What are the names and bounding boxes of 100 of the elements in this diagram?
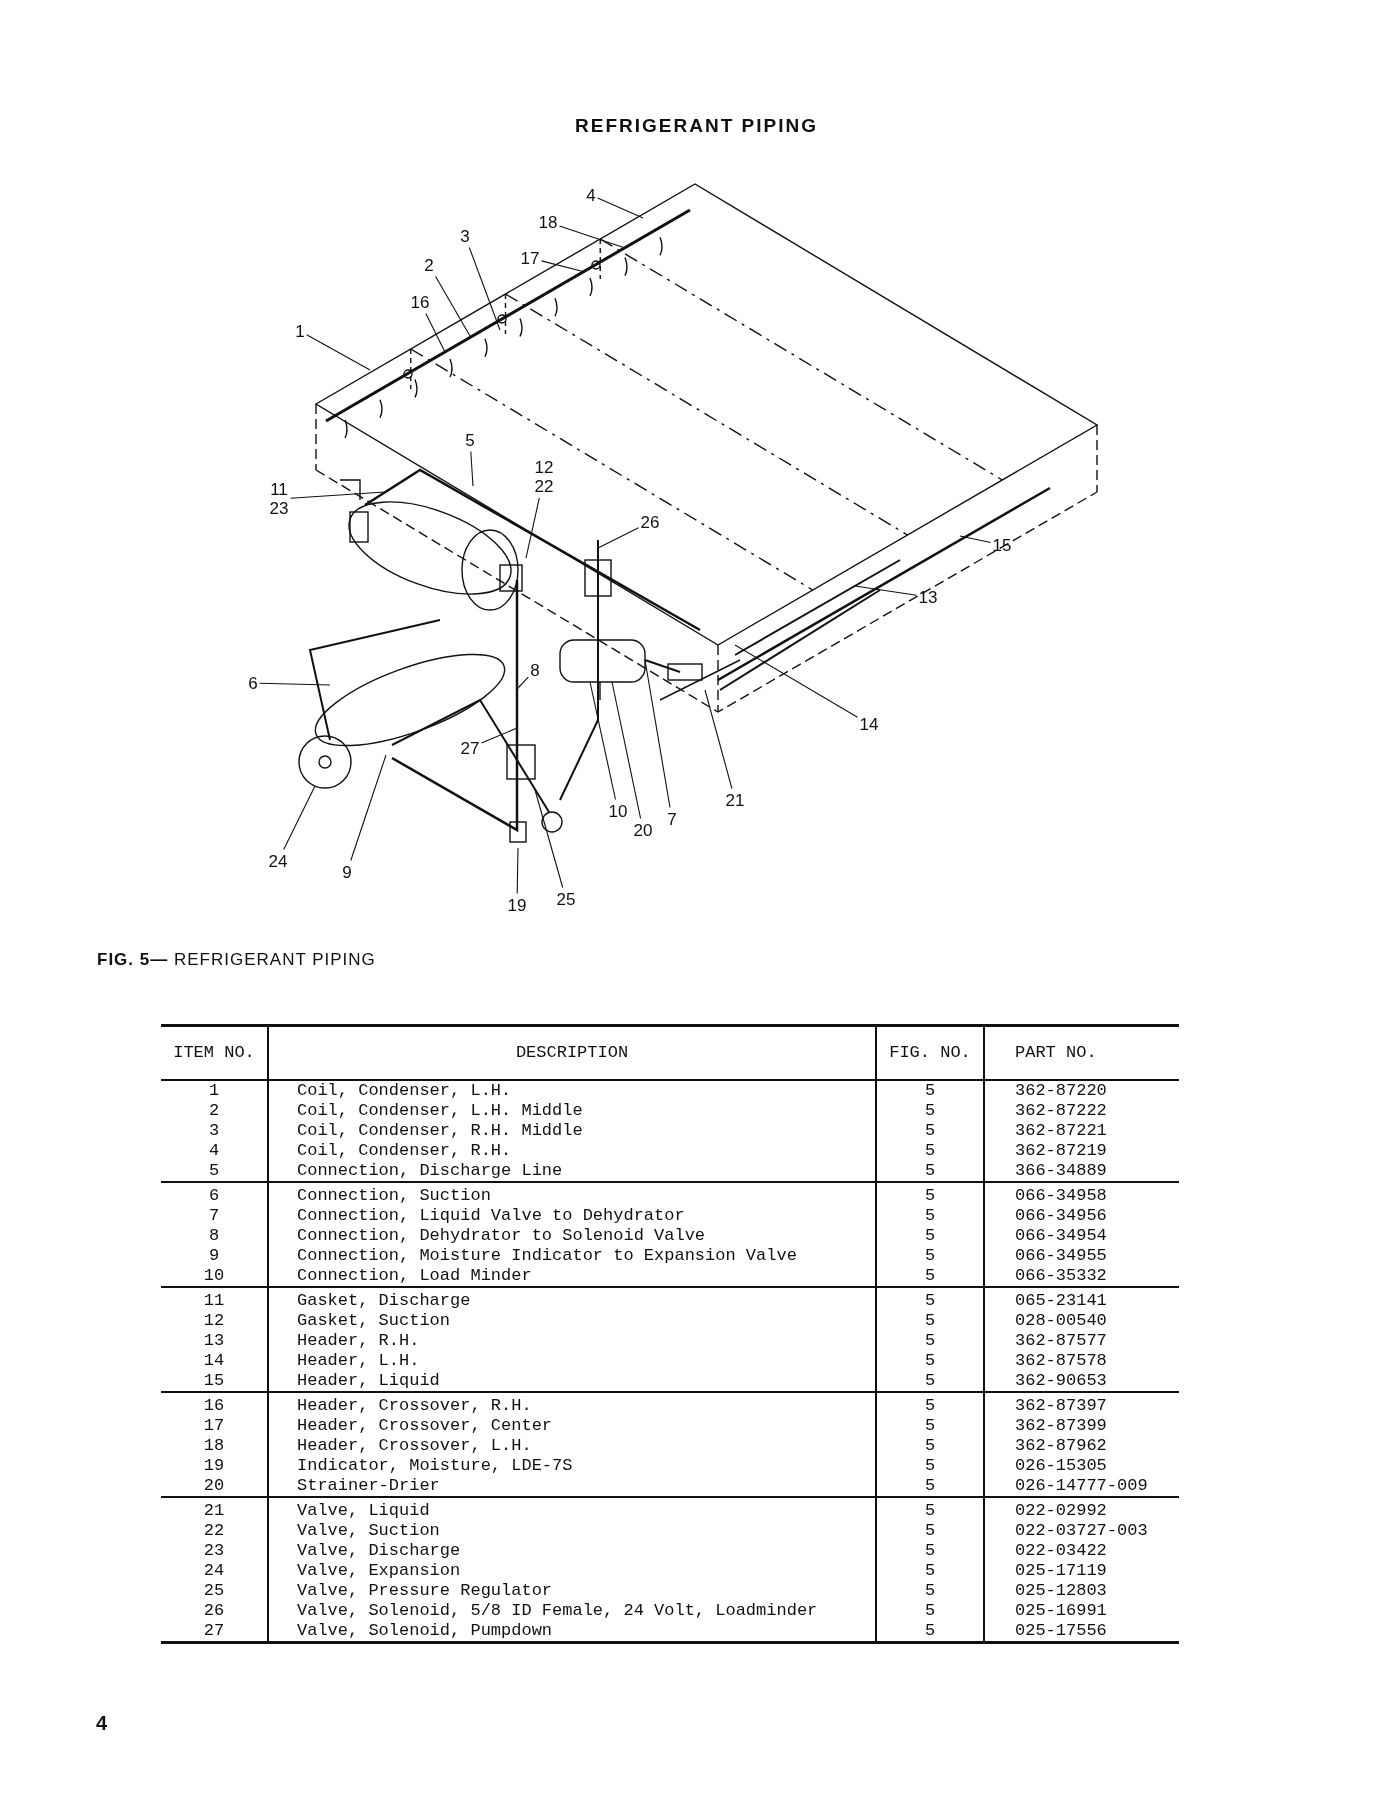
- callout-number: 15: [992, 535, 1012, 555]
- page-number: 4: [96, 1712, 108, 1735]
- item-number: 2: [161, 1101, 268, 1121]
- callout-number: 19: [507, 895, 527, 915]
- leader-line: [597, 527, 640, 549]
- leader-line: [959, 535, 992, 544]
- part-description: Header, L.H.: [268, 1351, 876, 1371]
- item-number: 25: [161, 1581, 268, 1601]
- callout-number: 14: [859, 714, 879, 734]
- item-number: 12: [161, 1311, 268, 1331]
- leader-line: [704, 689, 733, 790]
- part-description: Valve, Discharge: [268, 1541, 876, 1561]
- figure-number: 5: [876, 1206, 984, 1226]
- callout-number: 11: [269, 480, 289, 499]
- leader-line: [611, 681, 642, 820]
- item-number: 20: [161, 1476, 268, 1497]
- item-number: 1: [161, 1080, 268, 1101]
- leader-line: [289, 491, 386, 499]
- callout-number: 26: [640, 512, 660, 532]
- figure-number: 5: [876, 1621, 984, 1643]
- leader-line: [516, 847, 519, 895]
- part-description: Header, Crossover, Center: [268, 1416, 876, 1436]
- part-number: 066-35332: [984, 1266, 1179, 1287]
- figure-number: 5: [876, 1182, 984, 1206]
- callout-number: 27: [460, 738, 480, 758]
- item-number: 18: [161, 1436, 268, 1456]
- part-number: 022-03422: [984, 1541, 1179, 1561]
- part-number: 362-87397: [984, 1392, 1179, 1416]
- leader-line: [589, 681, 617, 801]
- part-description: Valve, Solenoid, Pumpdown: [268, 1621, 876, 1643]
- item-number: 9: [161, 1246, 268, 1266]
- leader-line: [734, 644, 859, 718]
- part-description: Connection, Load Minder: [268, 1266, 876, 1287]
- part-number: 362-87220: [984, 1080, 1179, 1101]
- callout-number: 1: [295, 321, 305, 341]
- figure-number: 5: [876, 1476, 984, 1497]
- figure-number: 5: [876, 1246, 984, 1266]
- figure-number: 5: [876, 1266, 984, 1287]
- column-header: DESCRIPTION: [268, 1025, 876, 1080]
- part-description: Header, R.H.: [268, 1331, 876, 1351]
- column-header: ITEM NO.: [161, 1025, 268, 1080]
- item-number: 6: [161, 1182, 268, 1206]
- item-number: 24: [161, 1561, 268, 1581]
- leader-line: [516, 676, 529, 690]
- part-description: Strainer-Drier: [268, 1476, 876, 1497]
- leader-line: [534, 789, 564, 889]
- part-description: Indicator, Moisture, LDE-7S: [268, 1456, 876, 1476]
- figure-number: 5: [876, 1161, 984, 1182]
- callout-number: 24: [268, 851, 288, 871]
- part-number: 066-34958: [984, 1182, 1179, 1206]
- callout-number: 13: [918, 587, 938, 607]
- item-number: 4: [161, 1141, 268, 1161]
- figure-number: 5: [876, 1141, 984, 1161]
- item-number: 14: [161, 1351, 268, 1371]
- callout-number: 16: [410, 292, 430, 312]
- item-number: 22: [161, 1521, 268, 1541]
- part-description: Valve, Suction: [268, 1521, 876, 1541]
- part-number: 065-23141: [984, 1287, 1179, 1311]
- part-number: 066-34954: [984, 1226, 1179, 1246]
- figure-number: 5: [876, 1392, 984, 1416]
- part-description: Header, Crossover, L.H.: [268, 1436, 876, 1456]
- part-number: 026-14777-009: [984, 1476, 1179, 1497]
- part-description: Valve, Pressure Regulator: [268, 1581, 876, 1601]
- leader-line: [540, 260, 586, 273]
- part-number: 362-87219: [984, 1141, 1179, 1161]
- figure-number: 5: [876, 1561, 984, 1581]
- callout-number: 23: [269, 499, 289, 518]
- figure-number: 5: [876, 1581, 984, 1601]
- callout-number: 10: [608, 801, 628, 821]
- leader-line: [425, 312, 446, 353]
- callout-number: 18: [538, 212, 558, 232]
- leader-line: [854, 585, 918, 596]
- figure-number: 5: [876, 1541, 984, 1561]
- leader-line: [306, 334, 371, 371]
- callout-number: 7: [667, 809, 677, 829]
- leader-line: [644, 659, 671, 809]
- part-number: 362-87221: [984, 1121, 1179, 1141]
- figure-caption: FIG. 5— REFRIGERANT PIPING: [97, 950, 376, 970]
- leader-line: [468, 246, 501, 331]
- part-number: 066-34955: [984, 1246, 1179, 1266]
- part-description: Gasket, Suction: [268, 1311, 876, 1331]
- part-description: Connection, Dehydrator to Solenoid Valve: [268, 1226, 876, 1246]
- part-number: 362-87577: [984, 1331, 1179, 1351]
- item-number: 27: [161, 1621, 268, 1643]
- part-number: 066-34956: [984, 1206, 1179, 1226]
- part-description: Valve, Solenoid, 5/8 ID Female, 24 Volt, Loadminder: [268, 1601, 876, 1621]
- figure-number: 5: [876, 1101, 984, 1121]
- leader-line: [558, 225, 626, 249]
- callout-number: 17: [520, 248, 540, 268]
- figure-number: 5: [876, 1497, 984, 1521]
- figure-number: 5: [876, 1456, 984, 1476]
- part-number: 366-34889: [984, 1161, 1179, 1182]
- part-number: 026-15305: [984, 1456, 1179, 1476]
- item-number: 16: [161, 1392, 268, 1416]
- callout-number: 4: [586, 185, 596, 205]
- leader-line: [283, 785, 316, 851]
- callout-number: 6: [248, 673, 258, 693]
- part-description: Coil, Condenser, R.H. Middle: [268, 1121, 876, 1141]
- item-number: 21: [161, 1497, 268, 1521]
- part-description: Connection, Liquid Valve to Dehydrator: [268, 1206, 876, 1226]
